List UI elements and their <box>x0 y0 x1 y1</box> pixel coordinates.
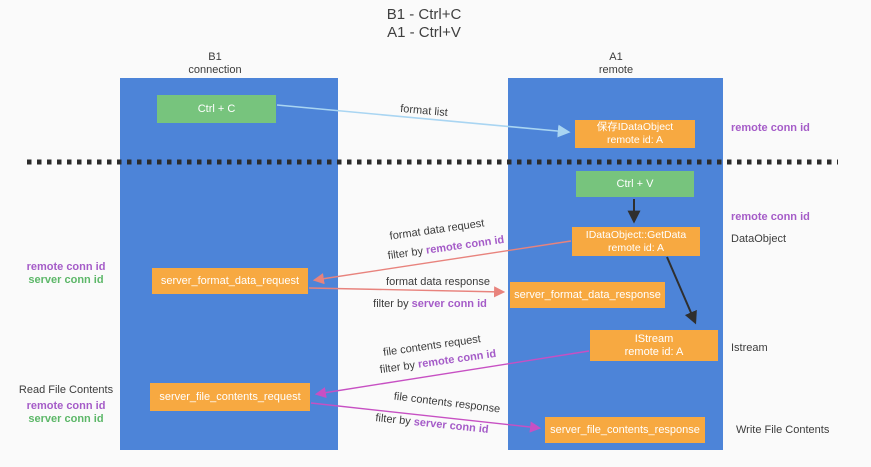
edge-label-filter-server-1: filter by server conn id <box>373 298 487 310</box>
istream-side-label: Istream <box>731 342 768 354</box>
left-server-conn-id-2: server conn id <box>28 413 104 425</box>
getdata-line2: remote id: A <box>607 241 665 254</box>
left-conn-id-labels-2: remote conn id server conn id <box>16 400 116 426</box>
arrow-format-data-response <box>308 286 506 298</box>
left-remote-conn-id-2: remote conn id <box>26 400 106 412</box>
node-server-format-data-request: server_format_data_request <box>152 268 308 294</box>
write-file-contents-label: Write File Contents <box>736 424 830 436</box>
node-istream: IStream remote id: A <box>590 330 718 361</box>
ctrl-c-label: Ctrl + C <box>197 102 236 115</box>
read-file-contents-text: Read File Contents <box>18 384 114 396</box>
node-save-idataobject: 保存IDataObject remote id: A <box>575 120 695 148</box>
left-server-conn-id-1: server conn id <box>28 274 104 286</box>
arrow-getdata-to-istream <box>666 256 697 325</box>
getdata-line1: IDataObject::GetData <box>585 228 687 241</box>
node-ctrl-c: Ctrl + C <box>157 95 276 123</box>
left-conn-id-labels-1: remote conn id server conn id <box>16 261 116 287</box>
istream-line2: remote id: A <box>624 345 684 358</box>
node-server-file-contents-response: server_file_contents_response <box>545 417 705 443</box>
lane-a1-role: remote <box>598 64 634 76</box>
format-request-label: server_format_data_request <box>160 274 300 287</box>
file-response-label: server_file_contents_response <box>550 423 700 436</box>
read-file-contents-label: Read File Contents <box>16 384 116 397</box>
istream-line1: IStream <box>634 332 674 345</box>
server-conn-id-highlight: server conn id <box>411 298 487 310</box>
ctrl-v-label: Ctrl + V <box>616 177 654 190</box>
right-remote-conn-id-2: remote conn id <box>731 211 810 223</box>
format-response-label: server_format_data_response <box>514 288 661 301</box>
filter-by-text: filter by <box>373 298 409 310</box>
title-line-1: B1 - Ctrl+C <box>386 6 462 23</box>
save-idataobject-line1: 保存IDataObject <box>596 121 674 133</box>
dataobject-label: DataObject <box>731 233 787 245</box>
right-remote-conn-id-1: remote conn id <box>731 122 810 134</box>
lane-a1-name: A1 <box>609 51 623 63</box>
arrow-format-list <box>276 104 571 138</box>
edge-label-format-data-response: format data response <box>386 276 490 288</box>
lane-header-a1: A1 remote <box>556 51 676 77</box>
node-idataobject-getdata: IDataObject::GetData remote id: A <box>572 227 700 256</box>
node-server-format-data-response: server_format_data_response <box>510 282 665 308</box>
title-line-2: A1 - Ctrl+V <box>387 24 461 41</box>
file-request-label: server_file_contents_request <box>159 390 301 403</box>
node-ctrl-v: Ctrl + V <box>576 171 694 197</box>
arrow-file-contents-response <box>310 402 542 433</box>
arrow-file-contents-request <box>314 350 590 399</box>
lane-header-b1: B1 connection <box>155 51 275 77</box>
lane-b1-role: connection <box>188 64 242 76</box>
lane-b1-name: B1 <box>208 51 222 63</box>
left-remote-conn-id-1: remote conn id <box>26 261 106 273</box>
diagram-title: B1 - Ctrl+C A1 - Ctrl+V <box>0 6 848 42</box>
arrow-format-data-request <box>312 240 572 285</box>
save-idataobject-line2: remote id: A <box>606 134 664 146</box>
node-server-file-contents-request: server_file_contents_request <box>150 383 310 411</box>
